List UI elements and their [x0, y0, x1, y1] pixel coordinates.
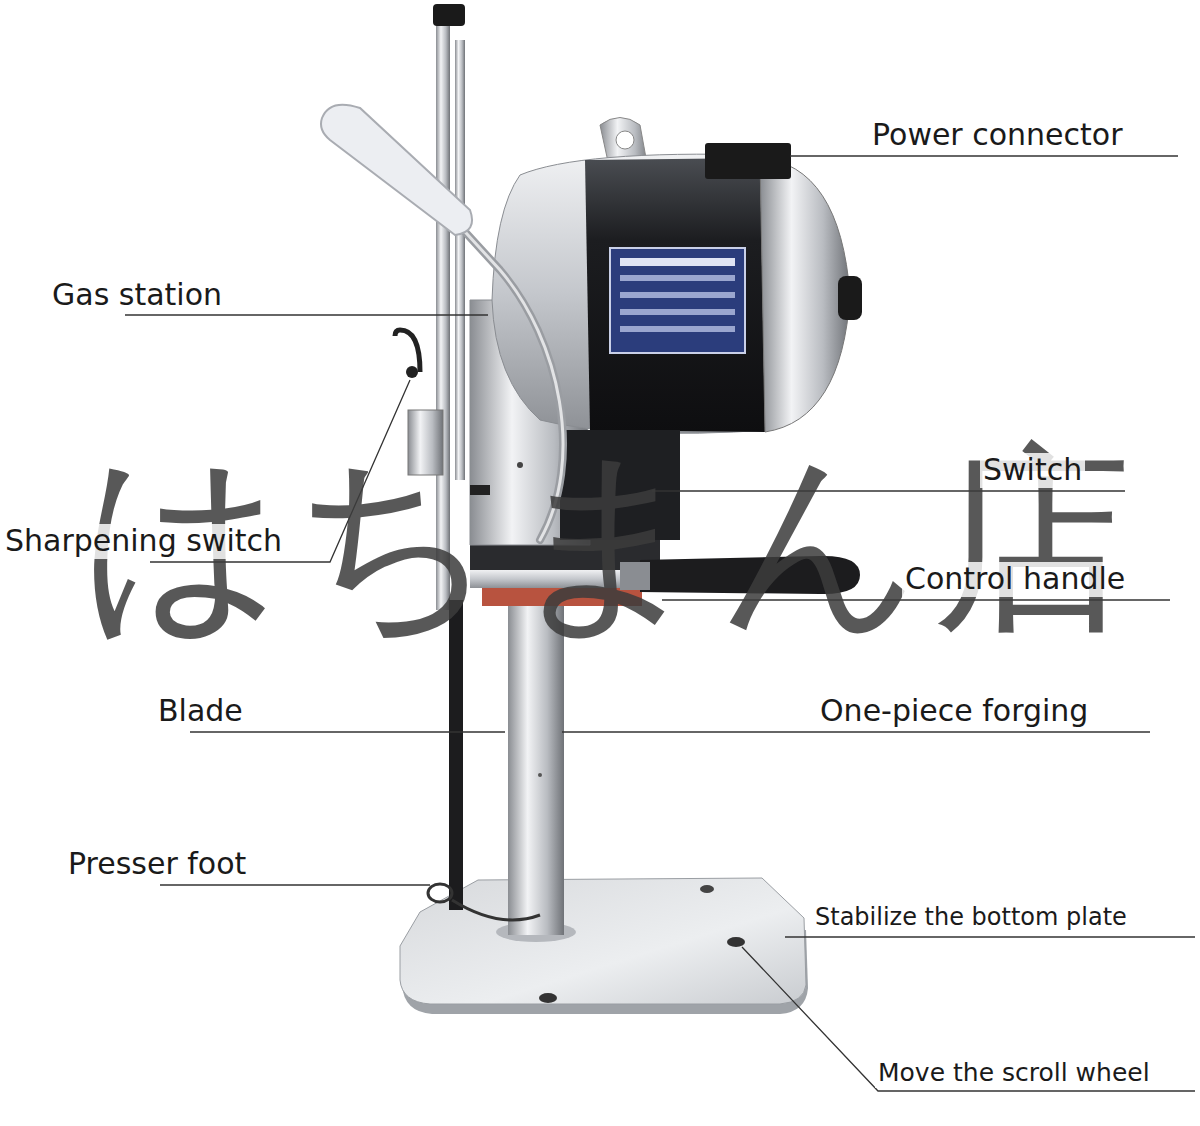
- part-label: One-piece forging: [817, 694, 1091, 729]
- part-label: Gas station: [49, 278, 225, 313]
- part-label: Sharpening switch: [2, 524, 285, 559]
- sharpening-lever: [395, 330, 420, 372]
- part-label: Power connector: [869, 118, 1126, 153]
- presser-foot: [428, 884, 540, 920]
- part-label: Control handle: [902, 562, 1128, 597]
- part-label: Switch: [980, 453, 1085, 488]
- part-label: Blade: [155, 694, 246, 729]
- part-label: Presser foot: [65, 847, 249, 882]
- part-label: Move the scroll wheel: [875, 1059, 1153, 1088]
- column: [508, 600, 564, 935]
- part-label: Stabilize the bottom plate: [812, 904, 1130, 932]
- power-connector: [705, 143, 791, 179]
